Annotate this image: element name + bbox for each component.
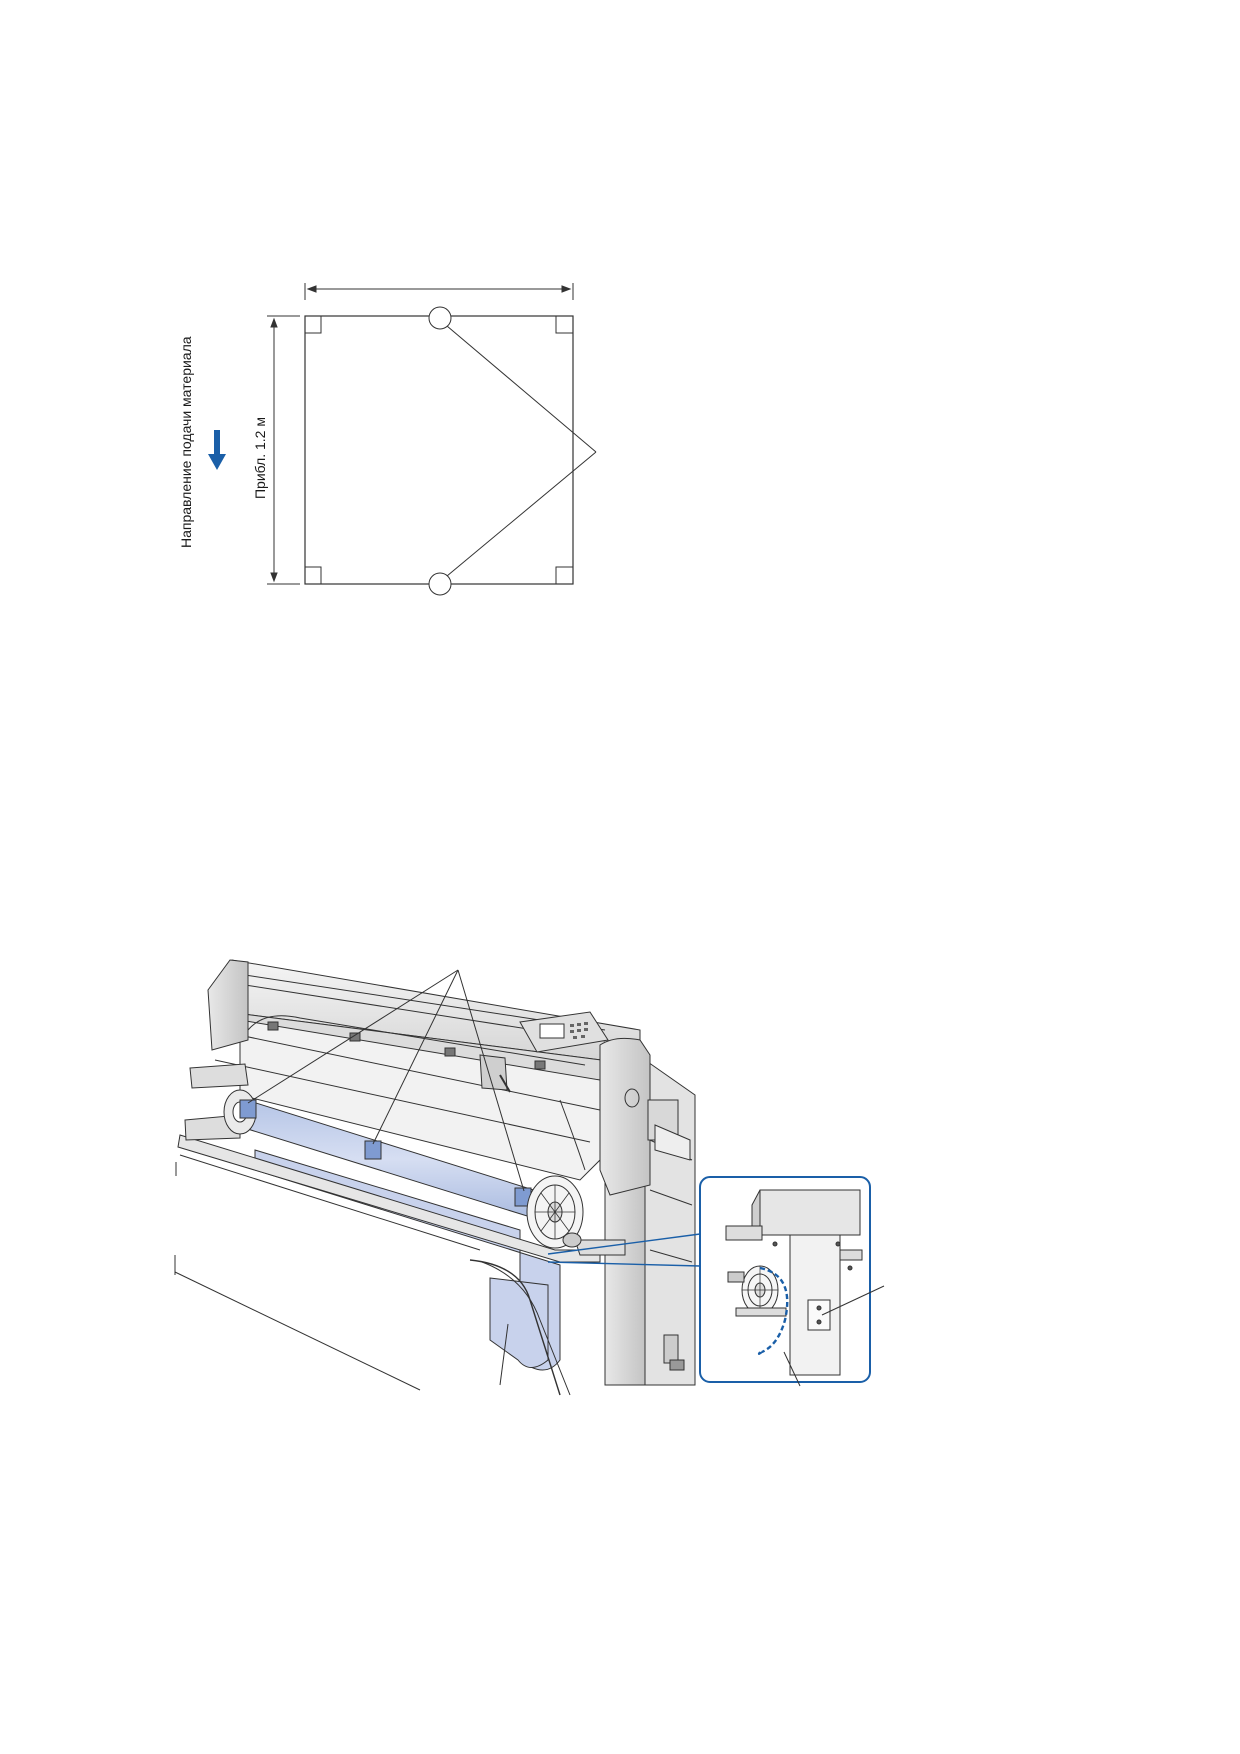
pinch-point-bottom: [428, 572, 452, 596]
media-sheet-front: [489, 1277, 549, 1368]
detail-callout-lines: [547, 1233, 701, 1267]
width-dimension: [304, 283, 574, 300]
take-up-roll: [223, 1089, 541, 1221]
inset-leader-lines: [783, 1285, 885, 1387]
hanging-media: [254, 1149, 561, 1371]
control-panel: [519, 1011, 609, 1053]
detail-inset: [699, 1176, 871, 1383]
side-housing-left: [184, 959, 249, 1141]
pinch-point-top: [428, 306, 452, 330]
feed-direction-label: Направление подачи материала: [178, 336, 194, 548]
pinch-leader-lines: [446, 325, 597, 577]
tape-left: [239, 1099, 257, 1119]
lower-rail: [177, 1134, 601, 1396]
plotter-body: [211, 959, 641, 1181]
registration-marks: [305, 316, 573, 584]
length-label: Прибл. 1.2 м: [252, 417, 268, 499]
tape-right: [514, 1187, 532, 1207]
side-housing-right: [599, 1037, 691, 1196]
tape-center: [364, 1140, 382, 1160]
stand-frame: [174, 1154, 481, 1391]
media-path: [759, 1266, 789, 1354]
media-leader-line: [499, 1323, 509, 1386]
length-dimension: [267, 315, 300, 585]
tape-leader-lines: [247, 969, 525, 1192]
media-sheet: [304, 315, 574, 585]
media-size-diagram: Направление подачи материала Прибл. 1.2 …: [178, 283, 597, 596]
stand-leg-right: [604, 1049, 696, 1386]
arrow-down-icon: [208, 430, 226, 470]
roll-flange-icon: [526, 1175, 626, 1256]
